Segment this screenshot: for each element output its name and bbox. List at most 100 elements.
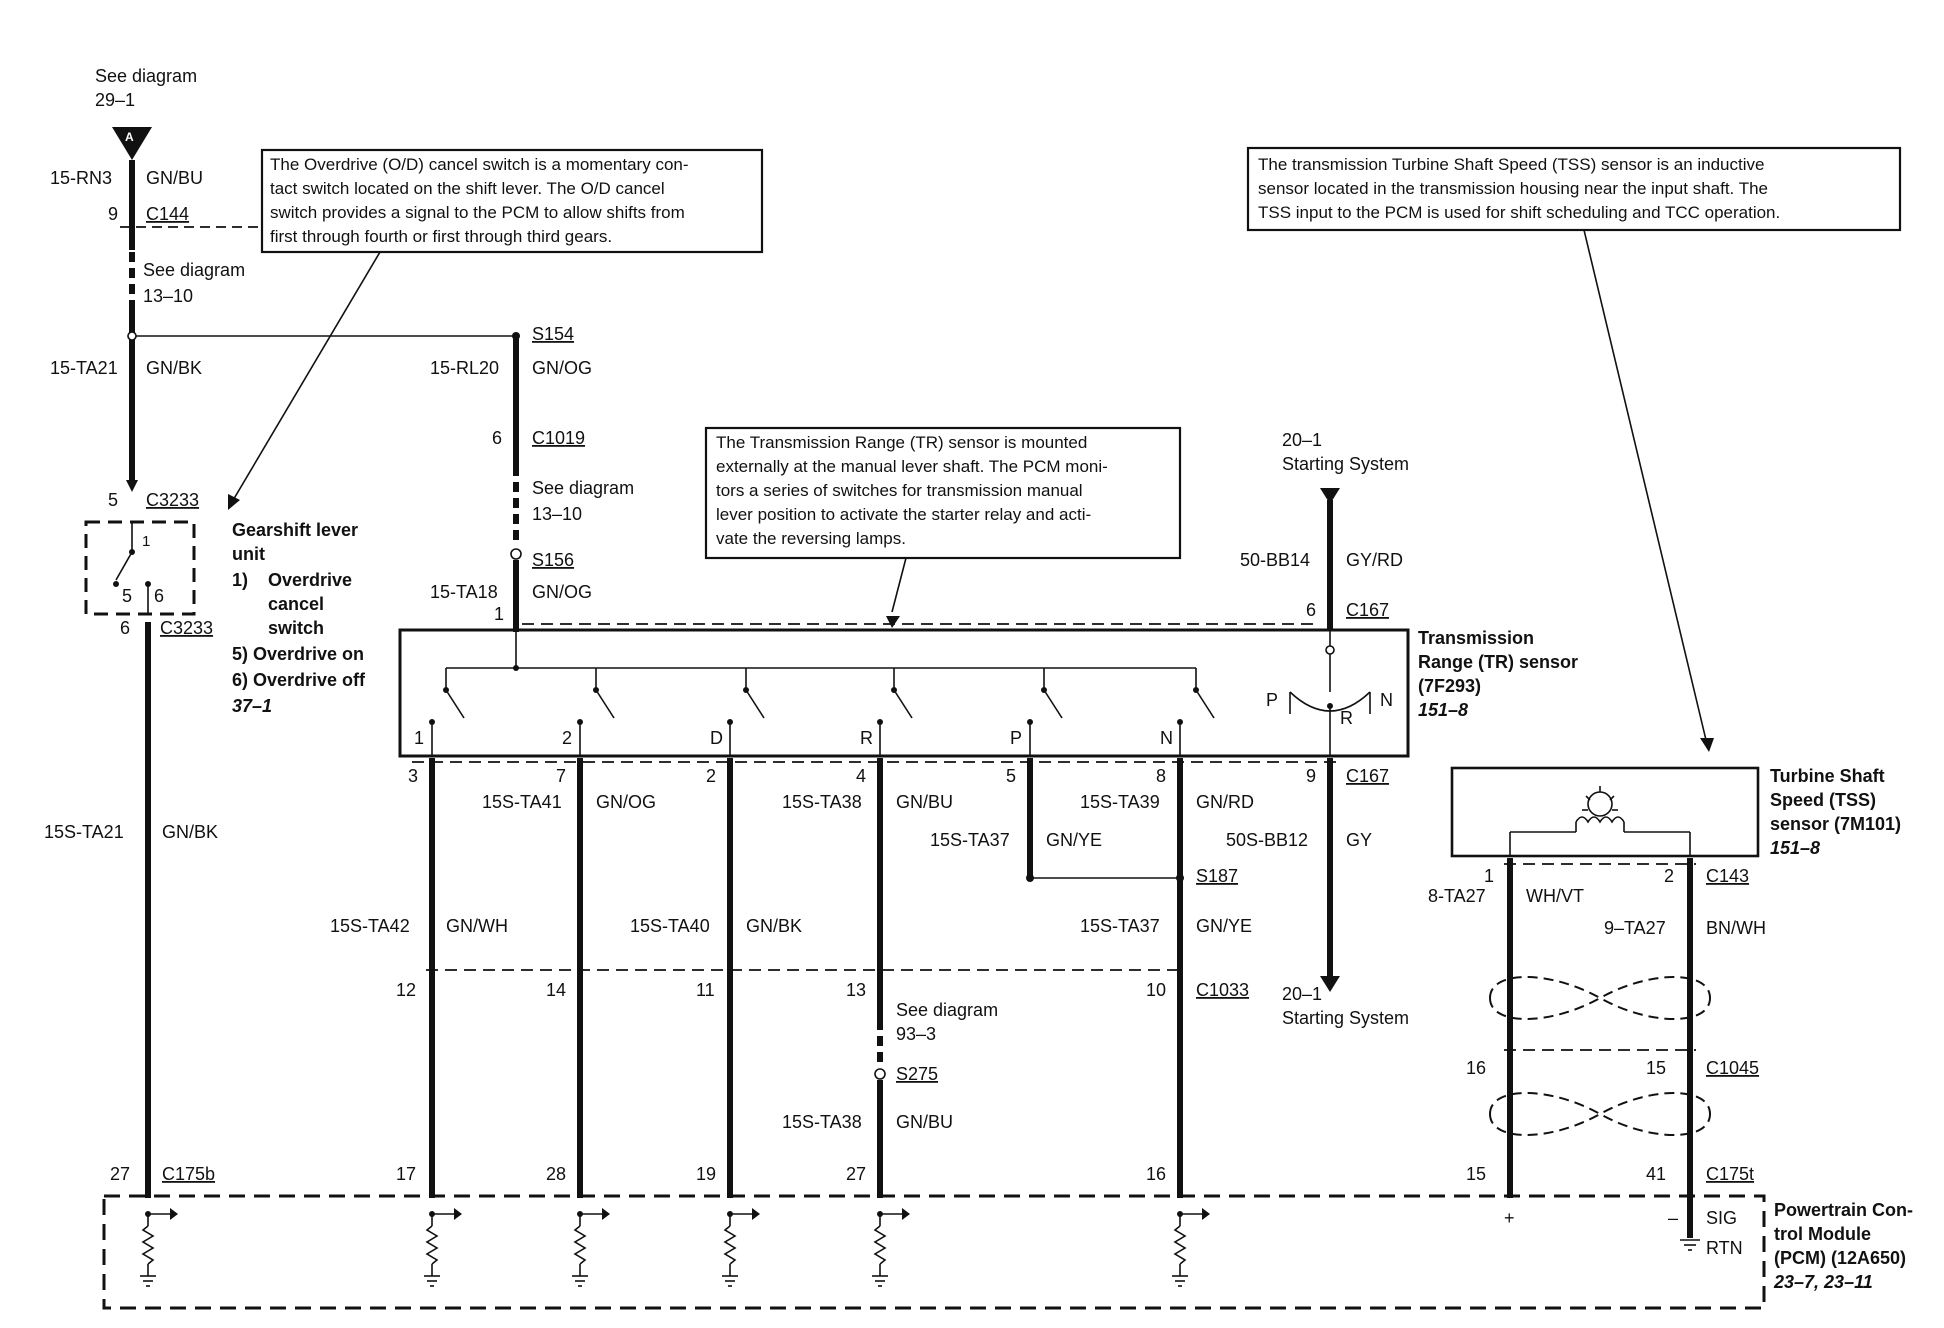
- twisted-pair-1: [1489, 976, 1711, 1020]
- tr-title-3: (7F293): [1418, 676, 1481, 696]
- pcm-input-1-tap-arrow: [170, 1208, 178, 1220]
- wire1-top-pin: 3: [408, 766, 418, 786]
- tr-ref: 151–8: [1418, 700, 1468, 720]
- see-diagram-1310-b: 13–10: [143, 286, 193, 306]
- pcm-input-4-resistor: [723, 1225, 737, 1265]
- connector-c1019: C1019: [532, 428, 585, 448]
- note-tr-box: [704, 426, 1182, 560]
- tr-switch-label-r: R: [860, 728, 873, 748]
- tr-sensor-box: [398, 628, 1410, 758]
- connector-c167-top: C167: [1346, 600, 1389, 620]
- starter-top-arrow: [1320, 488, 1340, 504]
- starter-bottom-2: Starting System: [1282, 1008, 1409, 1028]
- wire3-top-pin: 2: [706, 766, 716, 786]
- note-od-line2: tact switch located on the shift lever. …: [270, 179, 665, 198]
- pin-6-c1019: 6: [492, 428, 502, 448]
- tss-pin-15-pcm: 15: [1466, 1164, 1486, 1184]
- note-od-box: [260, 148, 764, 254]
- tr-switch-label-2: 2: [562, 728, 572, 748]
- gearshift-item1-a: Overdrive: [268, 570, 352, 590]
- wire6-top-pin: 8: [1156, 766, 1166, 786]
- connector-c1045: C1045: [1706, 1058, 1759, 1078]
- note-tr-line1: The Transmission Range (TR) sensor is mo…: [716, 433, 1087, 452]
- wire-id-15sta41: 15S-TA41: [482, 792, 562, 812]
- tr-prn-r: R: [1340, 708, 1353, 728]
- pcm-title-3: (PCM) (12A650): [1774, 1248, 1906, 1268]
- wire-id-9ta27: 9–TA27: [1604, 918, 1666, 938]
- pcm-input-5-resistor: [873, 1225, 887, 1265]
- gearshift-unit-box: [84, 520, 196, 616]
- wire-id-15ta21: 15-TA21: [50, 358, 118, 378]
- pcm-input-1-resistor: [141, 1225, 155, 1265]
- wire3-mid-pin: 11: [696, 980, 715, 1000]
- tr-prn-n: N: [1380, 690, 1393, 710]
- wire-color-gnbu-3: GN/BU: [896, 1112, 953, 1132]
- connector-c175t: C175t: [1706, 1164, 1754, 1184]
- wire-id-15rl20: 15-RL20: [430, 358, 499, 378]
- see-diagram-1310-d: 13–10: [532, 504, 582, 524]
- pin-5: 5: [108, 490, 118, 510]
- twisted-pair-2: [1489, 1092, 1711, 1136]
- wire4-mid-pin: 13: [846, 980, 866, 1000]
- pcm-sig: SIG: [1706, 1208, 1737, 1228]
- gearshift-item1-b: cancel: [268, 594, 324, 614]
- pcm-input-3-resistor: [573, 1225, 587, 1265]
- note-tss-box: [1246, 146, 1902, 232]
- wire-color-whvt: WH/VT: [1526, 886, 1584, 906]
- wire-color-gnbk-2: GN/BK: [162, 822, 218, 842]
- tr-switch-p: [1027, 668, 1063, 756]
- pcm-rtn: RTN: [1706, 1238, 1743, 1258]
- gearshift-item5: 5) Overdrive on: [232, 644, 364, 664]
- pcm-input-4-tap-arrow: [752, 1208, 760, 1220]
- pcm-input-circuits: [140, 1208, 1210, 1287]
- pin-9: 9: [108, 204, 118, 224]
- connector-c143: C143: [1706, 866, 1749, 886]
- pcm-plus: +: [1504, 1208, 1515, 1228]
- gearshift-pin-1: 1: [142, 533, 150, 550]
- note-tss-line2: sensor located in the transmission housi…: [1258, 179, 1768, 198]
- ref-top-line2: 29–1: [95, 90, 135, 110]
- wire2-top-pin: 7: [556, 766, 566, 786]
- tr-switch-label-1: 1: [414, 728, 424, 748]
- wire-id-50sbb12: 50S-BB12: [1226, 830, 1308, 850]
- splice-s187: S187: [1196, 866, 1238, 886]
- note-od-pointer: [231, 251, 381, 503]
- wire3-bot-pin: 19: [696, 1164, 716, 1184]
- gearshift-switch-blade: [115, 551, 133, 581]
- tss-title-1: Turbine Shaft: [1770, 766, 1885, 786]
- wire-id-15sta38: 15S-TA38: [782, 1112, 862, 1132]
- wire-color-bnwh: BN/WH: [1706, 918, 1766, 938]
- wire-color-gnog-1: GN/OG: [532, 358, 592, 378]
- see-diagram-1310-a: See diagram: [143, 260, 245, 280]
- tr-bus-node: [513, 665, 519, 671]
- starter-bottom-arrow: [1320, 976, 1340, 992]
- connector-c175b: C175b: [162, 1164, 215, 1184]
- wire2-bot-pin: 28: [546, 1164, 566, 1184]
- pcm-input-2-resistor: [425, 1225, 439, 1265]
- wire-id-15sta40: 15S-TA40: [630, 916, 710, 936]
- tr-switch-d: [727, 668, 765, 756]
- gearshift-title-1: Gearshift lever: [232, 520, 358, 540]
- wire-color-gnbu-2: GN/BU: [896, 792, 953, 812]
- note-tss-pointer: [1583, 229, 1707, 741]
- wire-color-gnog-3: GN/OG: [596, 792, 656, 812]
- tss-pin-15: 15: [1646, 1058, 1666, 1078]
- wire-color-gnye-p: GN/YE: [1046, 830, 1102, 850]
- wire-id-15ta18: 15-TA18: [430, 582, 498, 602]
- wire-color-gnog-2: GN/OG: [532, 582, 592, 602]
- connector-a-marker: [112, 127, 152, 160]
- note-tss-line3: TSS input to the PCM is used for shift s…: [1258, 203, 1780, 222]
- tss-ref: 151–8: [1770, 838, 1820, 858]
- pcm-ref: 23–7, 23–11: [1773, 1272, 1873, 1292]
- connector-c167-bottom: C167: [1346, 766, 1389, 786]
- connector-c1033: C1033: [1196, 980, 1249, 1000]
- splice-s275: S275: [896, 1064, 938, 1084]
- gearshift-item1-c: switch: [268, 618, 324, 638]
- ref-top-line1: See diagram: [95, 66, 197, 86]
- connector-c3233-bot: C3233: [160, 618, 213, 638]
- tr-title-1: Transmission: [1418, 628, 1534, 648]
- wire-id-15sta21: 15S-TA21: [44, 822, 124, 842]
- note-tr-line2: externally at the manual lever shaft. Th…: [716, 457, 1108, 476]
- pcm-title-1: Powertrain Con-: [1774, 1200, 1913, 1220]
